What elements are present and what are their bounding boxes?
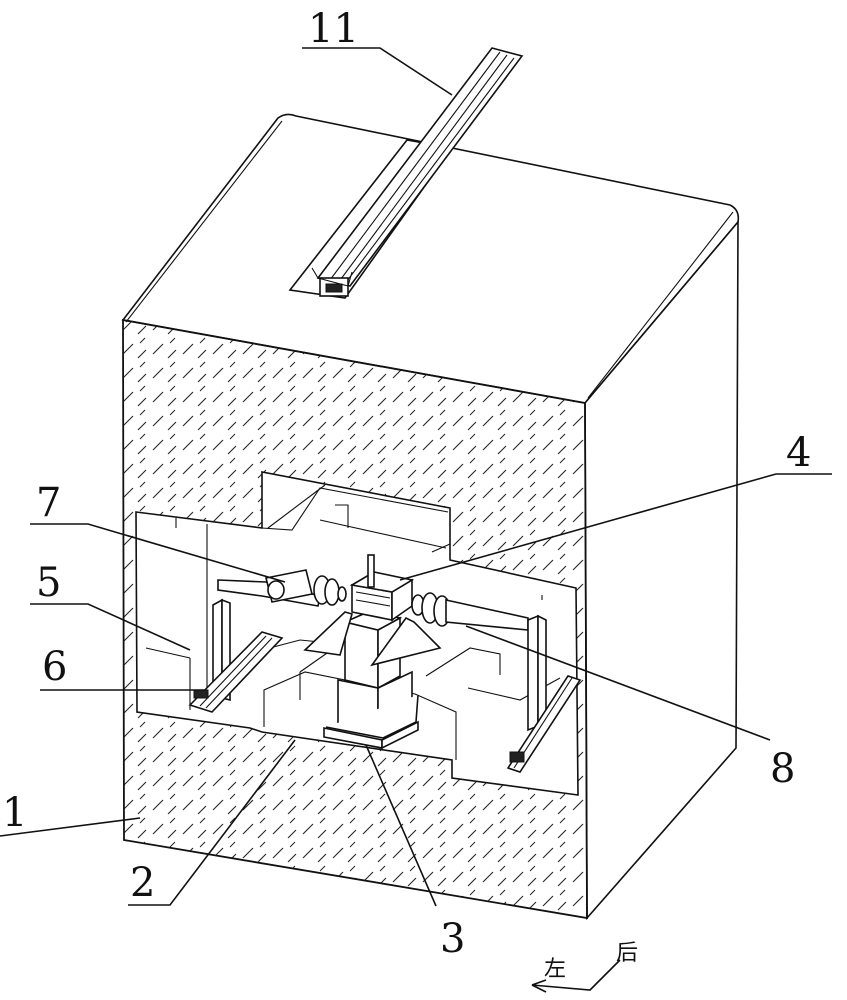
label-11: 11	[308, 6, 359, 52]
leader-3	[365, 744, 437, 907]
direction-indicator	[531, 959, 621, 993]
leader-8	[465, 625, 771, 741]
right-spindle	[411, 592, 529, 631]
work-head	[303, 554, 442, 667]
left-spindle	[217, 569, 347, 607]
label-8: 8	[770, 746, 795, 792]
direction-left-label: 左	[544, 957, 566, 982]
leader-7	[30, 523, 286, 583]
leader-lines	[0, 47, 832, 907]
leader-2	[128, 739, 296, 906]
left-column	[188, 598, 284, 713]
label-6: 6	[42, 644, 67, 690]
leader-1	[0, 817, 141, 837]
leader-11	[302, 47, 453, 96]
right-column	[506, 614, 582, 773]
label-4: 4	[786, 430, 811, 476]
leader-5	[30, 603, 191, 651]
label-2: 2	[130, 860, 155, 906]
direction-rear-label: 后	[616, 941, 638, 966]
label-7: 7	[36, 480, 61, 526]
label-1: 1	[2, 790, 27, 836]
central-pedestal	[323, 611, 419, 750]
top-slot-and-rail	[288, 47, 524, 299]
label-5: 5	[36, 560, 61, 606]
leader-4	[399, 473, 832, 581]
label-3: 3	[440, 916, 465, 962]
